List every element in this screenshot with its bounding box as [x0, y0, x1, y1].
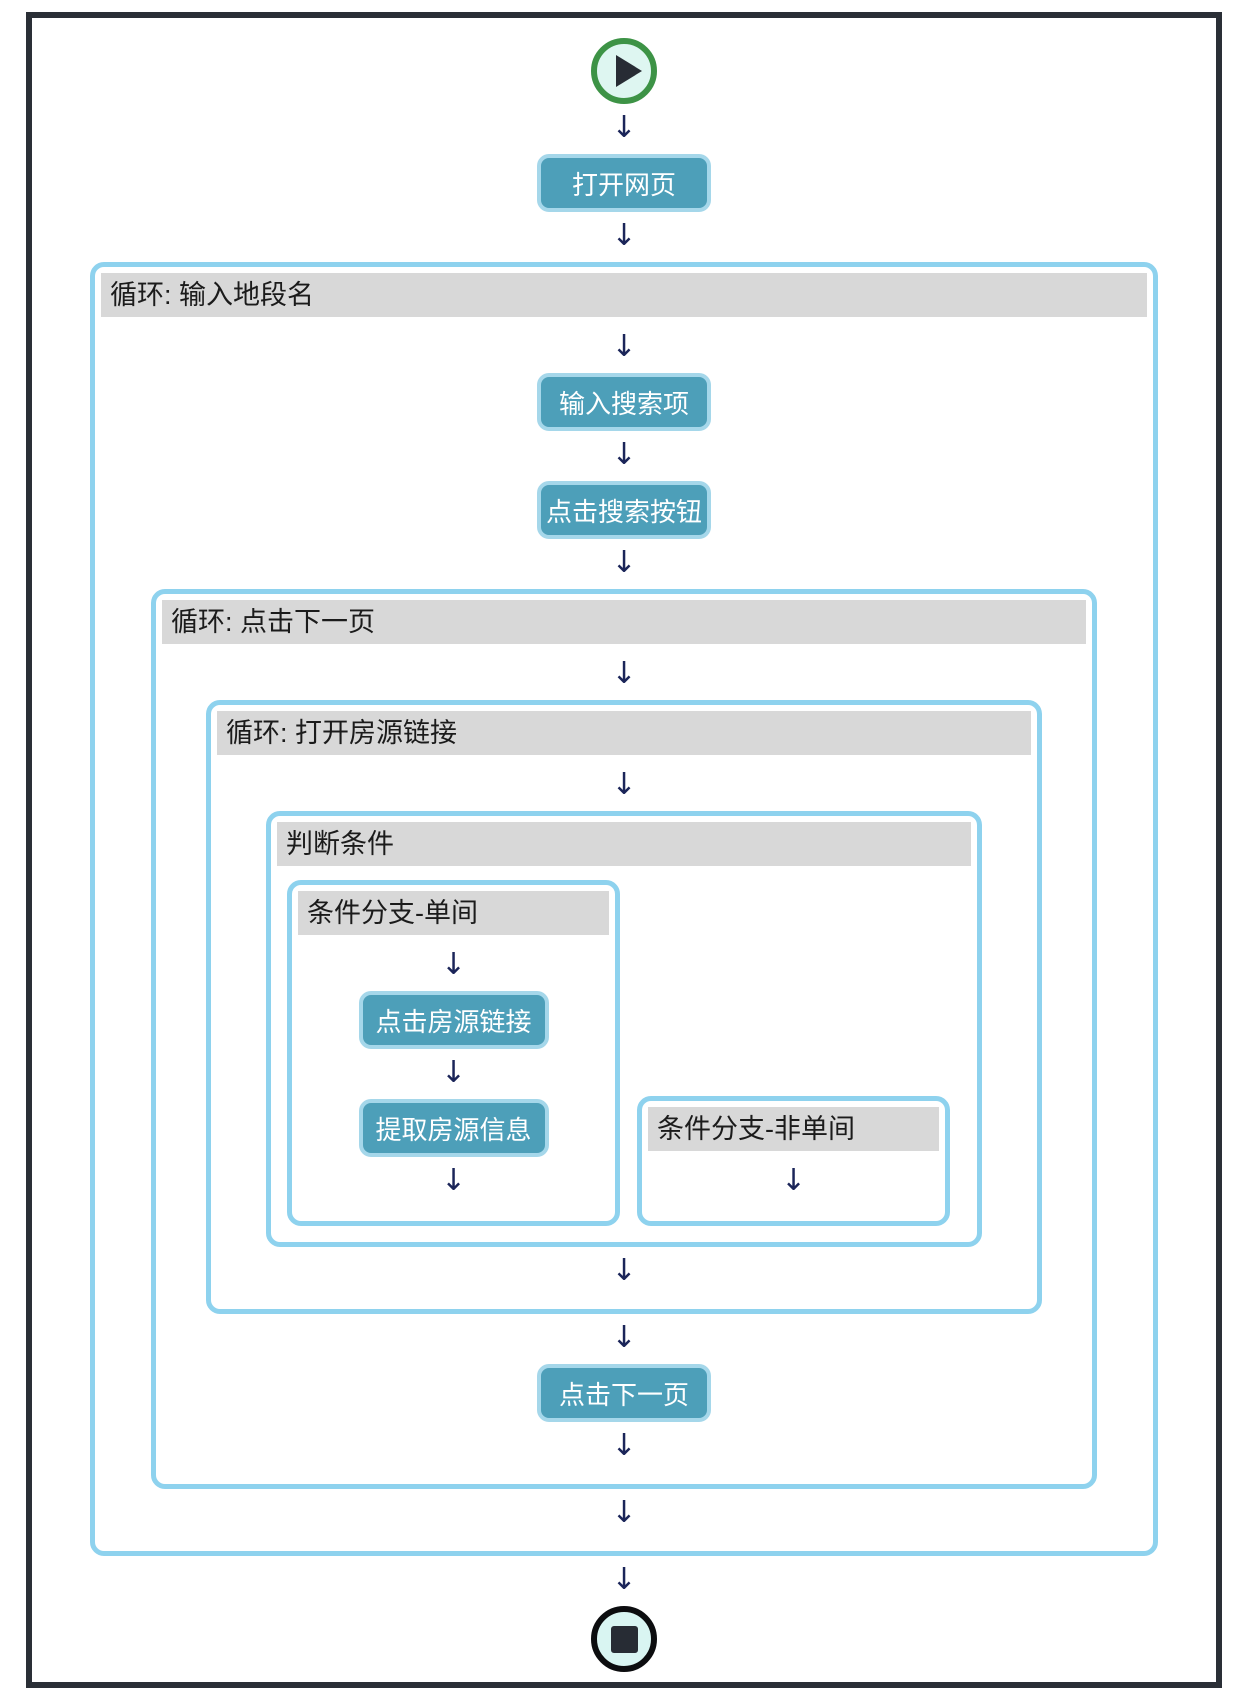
- flow-arrow: ↓: [611, 1562, 637, 1597]
- loop-input-district-header[interactable]: 循环: 输入地段名: [101, 273, 1147, 317]
- play-icon: [615, 55, 642, 87]
- step-click-next-page[interactable]: 点击下一页: [537, 1364, 711, 1422]
- flow-arrow: ↓: [611, 656, 637, 691]
- flow-arrow: ↓: [440, 947, 467, 982]
- flow-arrow: ↓: [611, 329, 637, 364]
- step-input-search[interactable]: 输入搜索项: [537, 373, 711, 431]
- loop-input-district: 循环: 输入地段名 ↓ 输入搜索项 ↓ 点击搜索按钮 ↓ 循环: 点击下一页 ↓…: [90, 262, 1158, 1556]
- flow-arrow: ↓: [611, 1253, 637, 1288]
- flow-arrow: ↓: [611, 767, 637, 802]
- branch-single-room: 条件分支-单间 ↓ 点击房源链接 ↓ 提取房源信息 ↓: [287, 880, 620, 1226]
- step-open-page[interactable]: 打开网页: [537, 154, 711, 212]
- stop-icon: [610, 1625, 638, 1653]
- branch-not-single-room: 条件分支-非单间 ↓: [637, 1096, 950, 1226]
- flow-arrow: ↓: [611, 545, 637, 580]
- step-click-search[interactable]: 点击搜索按钮: [537, 481, 711, 539]
- step-extract-info[interactable]: 提取房源信息: [358, 1099, 549, 1157]
- flow-arrow: ↓: [611, 437, 637, 472]
- flow-arrow: ↓: [611, 1320, 637, 1355]
- stop-node[interactable]: [591, 1606, 657, 1672]
- branch-single-room-header[interactable]: 条件分支-单间: [298, 891, 609, 935]
- condition-block: 判断条件 条件分支-单间 ↓ 点击房源链接 ↓ 提取房源信息 ↓ 条件分支-非单…: [266, 811, 982, 1247]
- loop-next-page-header[interactable]: 循环: 点击下一页: [162, 600, 1086, 644]
- condition-header[interactable]: 判断条件: [277, 822, 971, 866]
- branch-not-single-room-header[interactable]: 条件分支-非单间: [648, 1107, 939, 1151]
- condition-branch-row: 条件分支-单间 ↓ 点击房源链接 ↓ 提取房源信息 ↓ 条件分支-非单间 ↓: [271, 872, 977, 1242]
- flow-arrow: ↓: [440, 1163, 467, 1198]
- start-node[interactable]: [591, 38, 657, 104]
- step-click-listing[interactable]: 点击房源链接: [358, 991, 549, 1049]
- loop-open-listing-header[interactable]: 循环: 打开房源链接: [217, 711, 1031, 755]
- flow-arrow: ↓: [611, 218, 637, 253]
- flow-arrow: ↓: [611, 110, 637, 145]
- loop-next-page: 循环: 点击下一页 ↓ 循环: 打开房源链接 ↓ 判断条件 条件分支-单间 ↓ …: [151, 589, 1097, 1489]
- flow-arrow: ↓: [780, 1163, 807, 1198]
- flow-arrow: ↓: [440, 1055, 467, 1090]
- flow-arrow: ↓: [611, 1428, 637, 1463]
- flow-arrow: ↓: [611, 1495, 637, 1530]
- loop-open-listing: 循环: 打开房源链接 ↓ 判断条件 条件分支-单间 ↓ 点击房源链接 ↓ 提取房…: [206, 700, 1042, 1314]
- flowchart-frame: ↓ 打开网页 ↓ 循环: 输入地段名 ↓ 输入搜索项 ↓ 点击搜索按钮 ↓ 循环…: [26, 12, 1222, 1688]
